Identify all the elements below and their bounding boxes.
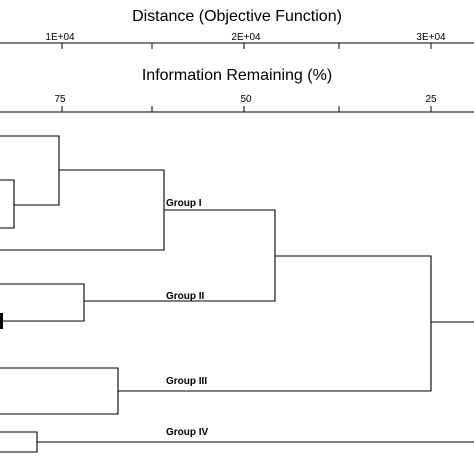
dendrogram-leaf-branch <box>0 205 15 229</box>
group-4-label: Group IV <box>166 427 209 438</box>
distance-tick-label: 2E+04 <box>231 32 261 43</box>
group-2-cluster: Group II <box>0 283 205 329</box>
dendrogram-branch <box>0 169 165 251</box>
dendrogram-leaf-branch <box>0 431 38 453</box>
dendrogram-branch <box>84 209 276 302</box>
distance-tick-label: 1E+04 <box>45 32 75 43</box>
distance-tick-label: 3E+04 <box>416 32 446 43</box>
information-axis: Information Remaining (%) 75 50 25 <box>0 67 474 113</box>
distance-axis: Distance (Objective Function) 1E+04 2E+0… <box>0 8 474 49</box>
group-4-cluster: Group IV <box>0 427 209 453</box>
information-tick-label: 25 <box>425 94 437 105</box>
information-tick-label: 75 <box>54 94 66 105</box>
dendrogram-leaf-branch <box>0 135 60 206</box>
group-2-label: Group II <box>166 291 205 302</box>
group-1-label: Group I <box>166 198 202 209</box>
dendrogram-leaf-branch <box>0 283 85 322</box>
group-3-label: Group III <box>166 376 207 387</box>
distance-axis-title: Distance (Objective Function) <box>132 8 342 25</box>
dendrogram-branch <box>118 255 432 392</box>
group-1-cluster: Group I <box>0 135 202 251</box>
information-tick-label: 50 <box>240 94 252 105</box>
dendrogram-leaf-marker <box>0 313 3 329</box>
information-axis-title: Information Remaining (%) <box>142 67 332 84</box>
dendrogram-leaf-branch <box>0 367 119 415</box>
